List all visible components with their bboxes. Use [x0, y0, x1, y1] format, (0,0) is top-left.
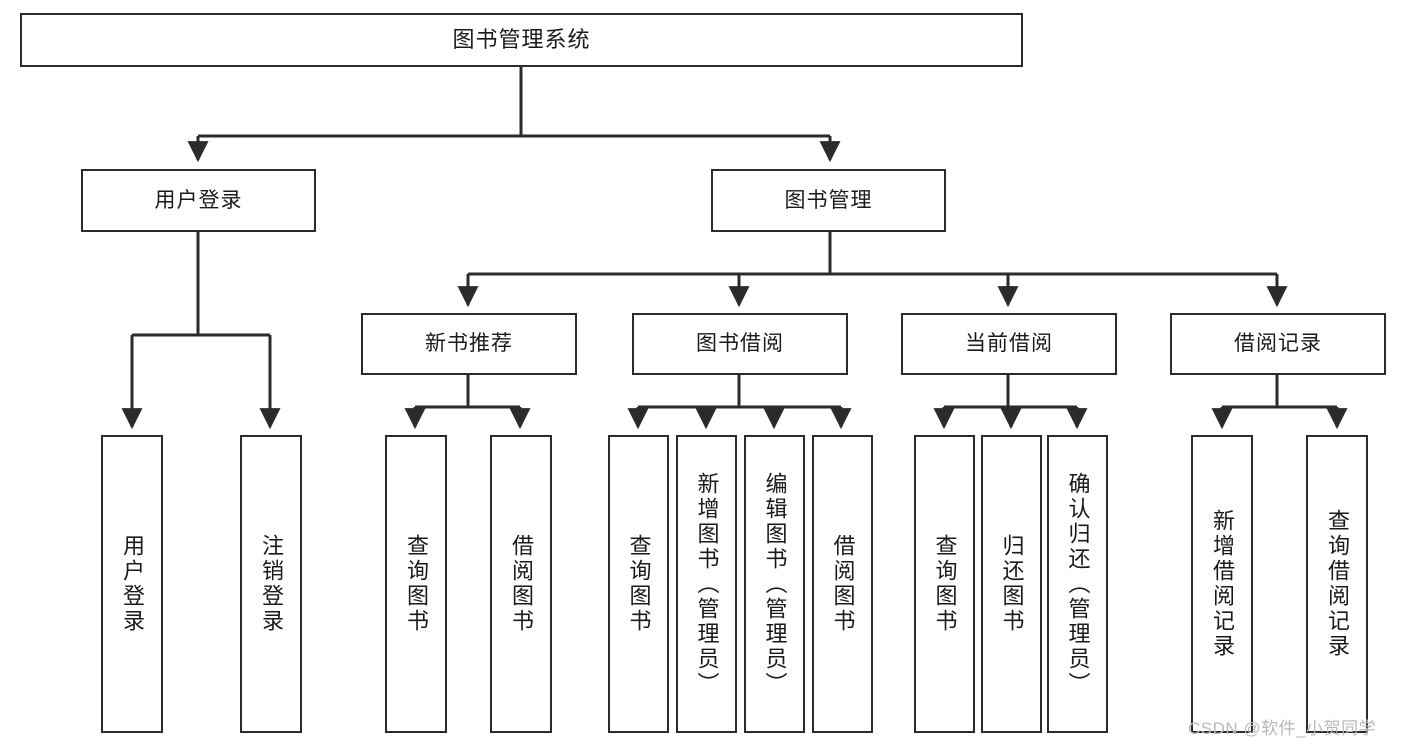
node-leaf-borrow-book-1-label: 借阅图书	[508, 534, 534, 634]
node-root[interactable]: 图书管理系统	[20, 13, 1023, 67]
node-leaf-add-book-label: 新增图书（管理员）	[694, 471, 720, 697]
node-new-book-recommend[interactable]: 新书推荐	[361, 313, 577, 375]
node-leaf-return-book-label: 归还图书	[999, 534, 1025, 634]
node-leaf-query-book-3[interactable]: 查询图书	[914, 435, 975, 733]
node-leaf-add-book[interactable]: 新增图书（管理员）	[676, 435, 737, 733]
node-leaf-query-record-label: 查询借阅记录	[1324, 509, 1350, 659]
node-leaf-add-record-label: 新增借阅记录	[1209, 509, 1235, 659]
node-book-borrow-label: 图书借阅	[696, 332, 784, 356]
node-leaf-query-book-3-label: 查询图书	[932, 534, 958, 634]
watermark-text: CSDN @软件_小贺同学	[1188, 719, 1377, 738]
node-leaf-query-book-1-label: 查询图书	[403, 534, 429, 634]
node-leaf-edit-book[interactable]: 编辑图书（管理员）	[744, 435, 805, 733]
node-root-label: 图书管理系统	[452, 26, 591, 52]
node-current-borrow-label: 当前借阅	[965, 332, 1053, 356]
node-book-management[interactable]: 图书管理	[711, 169, 946, 232]
node-leaf-user-login[interactable]: 用户登录	[101, 435, 163, 733]
node-leaf-confirm-return-label: 确认归还（管理员）	[1065, 471, 1091, 697]
node-borrow-record-label: 借阅记录	[1234, 332, 1322, 356]
node-leaf-borrow-book-1[interactable]: 借阅图书	[490, 435, 552, 733]
node-leaf-borrow-book-2-label: 借阅图书	[830, 534, 856, 634]
node-leaf-logout-login-label: 注销登录	[258, 534, 284, 634]
node-leaf-confirm-return[interactable]: 确认归还（管理员）	[1047, 435, 1108, 733]
node-borrow-record[interactable]: 借阅记录	[1170, 313, 1386, 375]
node-user-login[interactable]: 用户登录	[81, 169, 316, 232]
node-leaf-query-book-1[interactable]: 查询图书	[385, 435, 447, 733]
node-leaf-user-login-label: 用户登录	[119, 534, 145, 634]
node-leaf-borrow-book-2[interactable]: 借阅图书	[812, 435, 873, 733]
node-leaf-query-book-2-label: 查询图书	[626, 534, 652, 634]
node-current-borrow[interactable]: 当前借阅	[901, 313, 1117, 375]
node-leaf-add-record[interactable]: 新增借阅记录	[1191, 435, 1253, 733]
node-leaf-logout-login[interactable]: 注销登录	[240, 435, 302, 733]
node-leaf-query-book-2[interactable]: 查询图书	[608, 435, 669, 733]
node-leaf-return-book[interactable]: 归还图书	[981, 435, 1042, 733]
node-leaf-query-record[interactable]: 查询借阅记录	[1306, 435, 1368, 733]
node-user-login-label: 用户登录	[154, 188, 243, 212]
node-new-book-recommend-label: 新书推荐	[425, 332, 513, 356]
node-book-management-label: 图书管理	[784, 188, 873, 212]
node-leaf-edit-book-label: 编辑图书（管理员）	[762, 471, 788, 697]
node-book-borrow[interactable]: 图书借阅	[632, 313, 848, 375]
